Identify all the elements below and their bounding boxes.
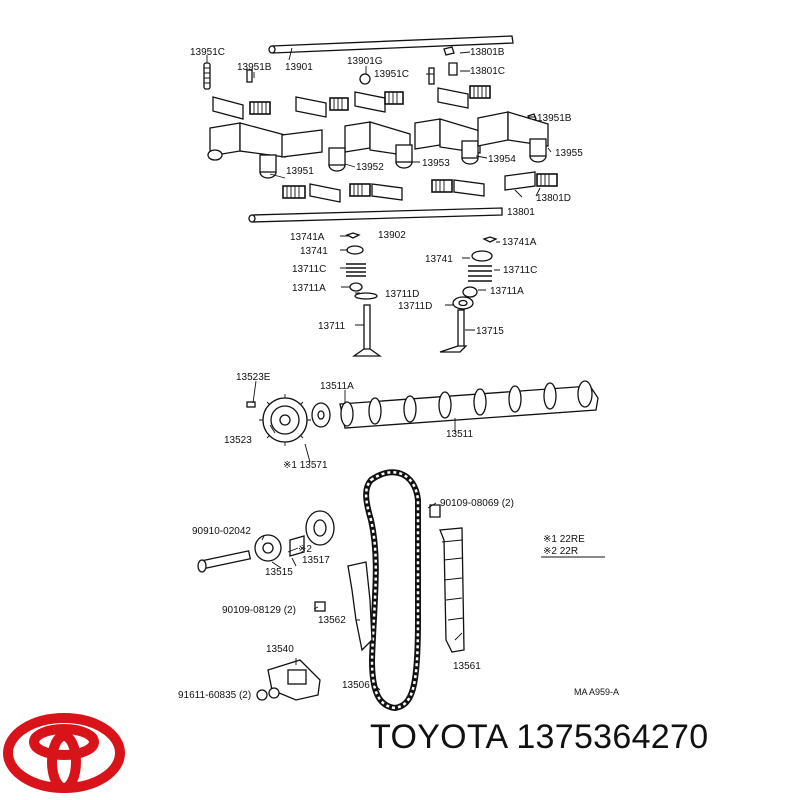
label-13741-left: 13741 [300,246,328,257]
label-13711D-right: 13711D [398,301,432,312]
label-13902: 13902 [378,230,406,241]
label-13951C: 13951C [190,47,225,58]
label-13953: 13953 [422,158,450,169]
label-13562: 13562 [318,615,346,626]
note-22re: ※1 22RE [543,534,585,545]
rocker-shaft-13901 [268,35,514,54]
upper-small-parts [203,46,537,122]
idler-assembly [197,510,335,573]
valve-assembly-left [345,232,383,357]
label-13741-right: 13741 [425,254,453,265]
label-13901: 13901 [285,62,313,73]
label-13901G: 13901G [347,56,383,67]
label-13571: ※1 13571 [283,460,328,471]
rocker-shaft-13902 [248,207,503,223]
label-13523E: 13523E [236,372,271,383]
label-13711A-right: 13711A [490,286,524,297]
label-13511A: 13511A [320,381,354,392]
label-13715: 13715 [476,326,504,337]
label-13741A-left: 13741A [290,232,325,243]
brand-part-number: TOYOTA 1375364270 [370,718,709,756]
label-13801D: 13801D [536,193,571,204]
label-90910-02042: 90910-02042 [192,526,251,537]
label-13561: 13561 [453,661,481,672]
label-13801C: 13801C [470,66,505,77]
rocker-arms-upper [212,85,491,120]
label-13951: 13951 [286,166,314,177]
label-13741A-right: 13741A [502,237,537,248]
label-13523: 13523 [224,435,252,446]
timing-chain-assembly [314,469,465,712]
label-13711: 13711 [318,321,346,332]
label-13711C-right: 13711C [503,265,537,276]
camshaft-assembly [246,380,599,446]
label-13515: 13515 [265,567,293,578]
part-labels: 13951C 13951B 13901 13901G 13951C 13801B… [178,47,619,701]
label-13511: 13511 [446,429,474,440]
label-13954: 13954 [488,154,516,165]
rocker-supports [207,111,549,179]
reference-code: MA A959-A [574,687,619,697]
label-13801: 13801 [507,207,535,218]
label-90109-08129: 90109-08129 (2) [222,605,296,616]
label-13711A-left: 13711A [292,283,326,294]
label-13517-mark: ※2 [298,544,312,555]
label-13517: 13517 [302,555,330,566]
label-13951B: 13951B [237,62,272,73]
toyota-logo [3,713,125,793]
label-13711D-left: 13711D [385,289,419,300]
label-13506: 13506 [342,680,370,691]
label-13955: 13955 [555,148,583,159]
label-91611-60835: 91611-60835 (2) [178,690,251,701]
rocker-arms-lower [282,171,558,203]
label-13540: 13540 [266,644,294,655]
label-13952: 13952 [356,162,384,173]
label-13951C-b: 13951C [374,69,409,80]
label-13711C-left: 13711C [292,264,326,275]
label-90109-08069: 90109-08069 (2) [440,498,514,509]
washer-b-symbol [256,689,268,701]
note-22r: ※2 22R [543,546,578,557]
label-13801B: 13801B [470,47,505,58]
valve-assembly-right [439,236,498,353]
toyota-logo-ellipses [3,713,125,793]
leader-lines [206,47,552,696]
label-13951B-b: 13951B [537,113,572,124]
tensioner-13540 [267,659,321,701]
